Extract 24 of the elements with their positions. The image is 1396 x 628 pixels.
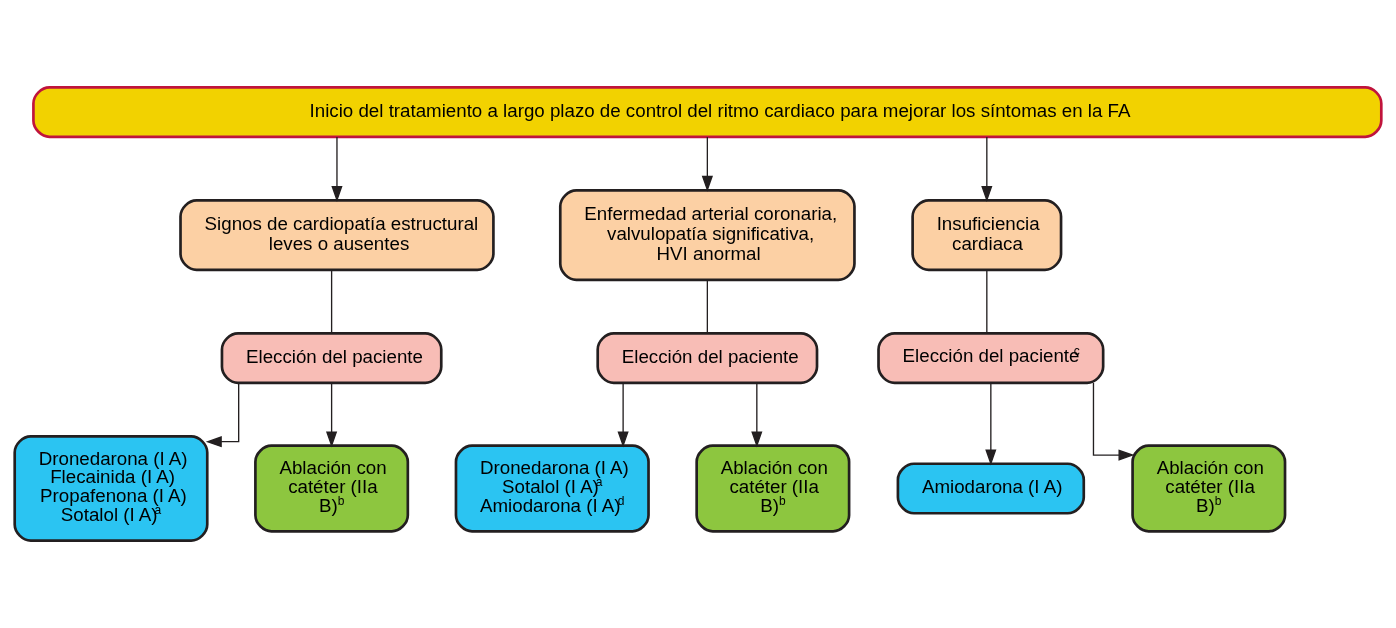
arrow [617, 382, 629, 448]
node-box: Ablación con catéter (IIa B)$^{b}$ [1131, 444, 1287, 533]
connector [330, 269, 333, 334]
node-box: Ablación con catéter (IIa B)$^{b}$ [695, 444, 851, 533]
node-box: Insuficiencia cardiaca [911, 199, 1063, 272]
arrow [1092, 382, 1135, 461]
arrow [981, 136, 993, 202]
node-box: Dronedarona (I A) Sotalol (I A)$^{a}$ Amiodarona (I A)$^{d}$ [454, 444, 650, 533]
node-box: Enfermedad arterial coronaria, valvulopatía significativa, HVI anormal [558, 188, 856, 282]
connector [986, 269, 988, 334]
node-box: Amiodarona (I A) [896, 462, 1086, 515]
node-box: Elección del paciente [220, 332, 443, 385]
node-box: Ablación con catéter (IIa B)$^{b}$ [254, 444, 410, 533]
node-box: Elección del paciente [596, 332, 819, 385]
connector [706, 279, 709, 334]
node-box: Signos de cardiopatía estructural leves o ausentes [179, 199, 495, 272]
arrow [205, 382, 240, 448]
arrow [751, 382, 763, 448]
arrow [331, 136, 343, 202]
node-box: Inicio del tratamiento a largo plazo de control del ritmo cardiaco para mejorar los síntomas en la FA [32, 86, 1383, 139]
node-box: Dronedarona (I A) Flecainida (I A) Propafenona (I A) Sotalol (I A)$^{a}$ [13, 435, 209, 542]
arrow [985, 382, 997, 466]
arrow [701, 136, 713, 192]
arrow [326, 382, 338, 448]
